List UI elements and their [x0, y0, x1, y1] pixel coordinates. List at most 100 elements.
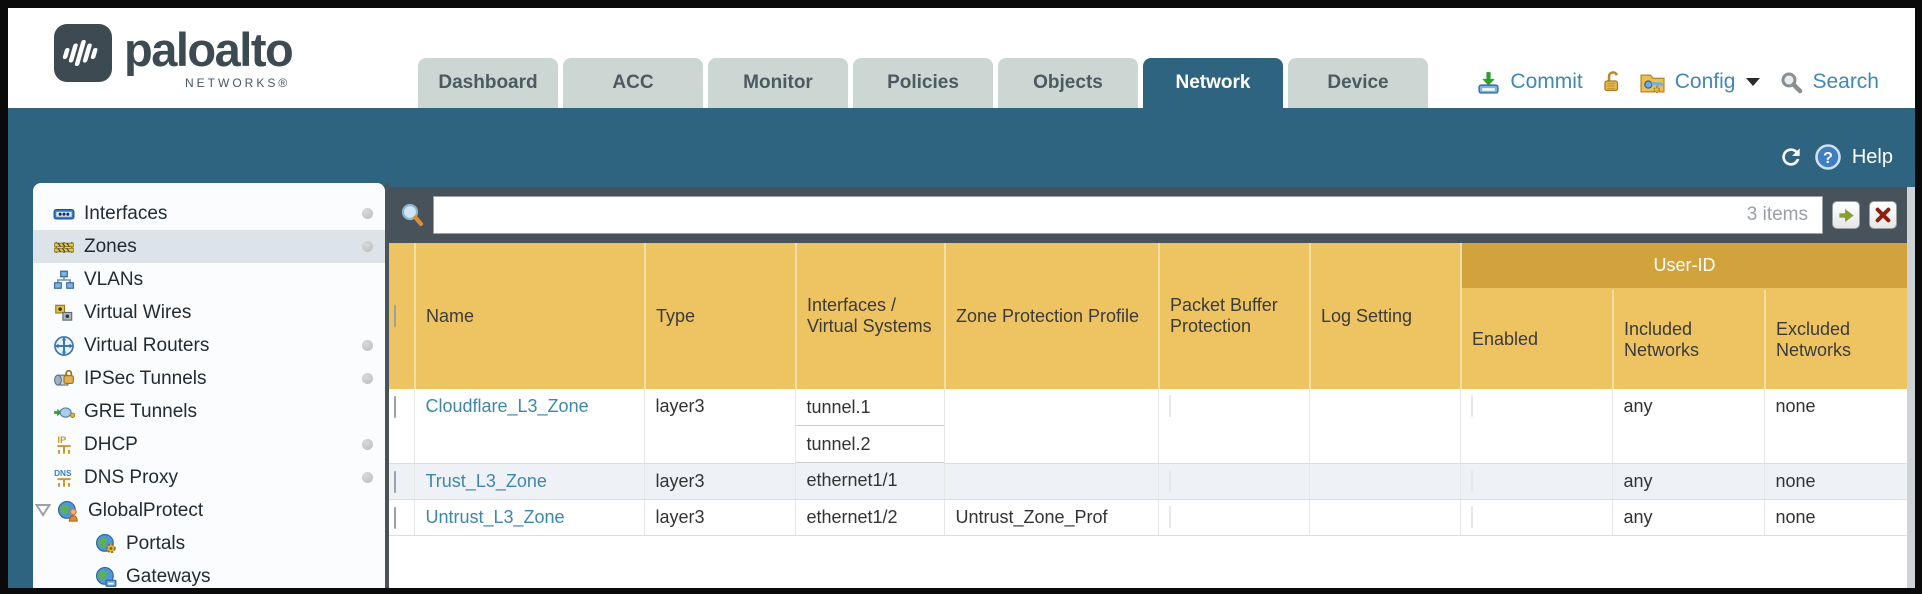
log-setting	[1309, 389, 1462, 464]
row-checkbox[interactable]	[393, 506, 396, 529]
excluded-networks: none	[1764, 499, 1907, 536]
zone-interface: ethernet1/1	[795, 463, 946, 500]
expander-icon[interactable]	[35, 503, 51, 517]
sidebar-item-ipsec-tunnels[interactable]: IPSec Tunnels	[33, 362, 385, 395]
clear-filter-button[interactable]	[1869, 201, 1897, 229]
filter-input[interactable]	[433, 197, 1822, 233]
sidebar-label: DHCP	[84, 433, 138, 455]
log-setting	[1309, 499, 1462, 536]
packet-buffer-protection-checkbox[interactable]	[1169, 469, 1172, 492]
zone-type: layer3	[644, 389, 797, 464]
col-header-log-setting[interactable]: Log Setting	[1309, 243, 1462, 389]
table-row: Trust_L3_Zone layer3 ethernet1/1 any non…	[388, 463, 1907, 500]
zone-name-link[interactable]: Untrust_L3_Zone	[425, 506, 565, 527]
top-header: paloalto NETWORKS® Dashboard ACC Monitor…	[8, 8, 1915, 108]
excluded-networks: none	[1764, 389, 1907, 464]
search-button[interactable]: Search	[1812, 70, 1879, 93]
gateways-icon	[95, 566, 117, 587]
svg-text:?: ?	[1823, 150, 1833, 167]
brand-subtitle: NETWORKS®	[185, 76, 291, 90]
zones-table: Name Type Interfaces / Virtual Systems Z…	[388, 243, 1907, 536]
zone-type: layer3	[644, 463, 797, 500]
sidebar-label: Virtual Routers	[84, 334, 210, 356]
virtual-wires-icon	[55, 304, 73, 321]
sidebar-item-globalprotect[interactable]: GlobalProtect	[33, 494, 385, 527]
included-networks: any	[1612, 499, 1766, 536]
main-nav-tabs: Dashboard ACC Monitor Policies Objects N…	[418, 58, 1428, 108]
config-caret-icon[interactable]	[1746, 78, 1761, 86]
packet-buffer-protection-checkbox[interactable]	[1169, 395, 1172, 417]
col-header-interfaces[interactable]: Interfaces / Virtual Systems	[795, 243, 946, 389]
sidebar-item-dhcp[interactable]: IP DHCP	[33, 428, 385, 461]
globalprotect-icon	[57, 500, 78, 522]
col-header-enabled[interactable]: Enabled	[1460, 289, 1614, 389]
zone-interface: tunnel.1	[796, 389, 944, 426]
help-label[interactable]: Help	[1851, 145, 1893, 168]
svg-text:IP: IP	[57, 434, 66, 444]
zones-icon	[54, 241, 74, 253]
status-dot	[361, 472, 373, 483]
row-checkbox[interactable]	[393, 396, 396, 418]
vertical-scrollbar[interactable]	[1907, 187, 1915, 588]
col-header-zone-protection-profile[interactable]: Zone Protection Profile	[944, 243, 1160, 389]
zone-name-link[interactable]: Cloudflare_L3_Zone	[425, 396, 589, 416]
tab-objects[interactable]: Objects	[998, 58, 1138, 108]
user-id-enabled-checkbox[interactable]	[1471, 469, 1474, 492]
filter-search-icon[interactable]	[399, 202, 425, 228]
col-header-included-networks[interactable]: Included Networks	[1612, 289, 1766, 389]
virtual-routers-icon	[54, 335, 74, 356]
sidebar-label: Interfaces	[84, 202, 168, 224]
zone-name-link[interactable]: Trust_L3_Zone	[425, 470, 547, 491]
sidebar-label: Portals	[126, 532, 186, 554]
col-header-excluded-networks[interactable]: Excluded Networks	[1764, 289, 1907, 389]
select-all-checkbox[interactable]	[393, 304, 396, 327]
row-checkbox[interactable]	[393, 470, 396, 493]
sidebar-item-gre-tunnels[interactable]: GRE Tunnels	[33, 395, 385, 428]
green-arrow-icon	[1838, 208, 1854, 222]
sidebar-item-dns-proxy[interactable]: DNS DNS Proxy	[33, 461, 385, 494]
pane-divider[interactable]	[384, 183, 389, 588]
filter-toolbar: 3 items	[388, 187, 1907, 243]
sidebar-item-zones[interactable]: Zones	[33, 230, 385, 263]
tab-acc[interactable]: ACC	[563, 58, 703, 108]
sidebar-label: Virtual Wires	[84, 301, 192, 323]
tab-network[interactable]: Network	[1143, 58, 1283, 108]
tab-dashboard[interactable]: Dashboard	[418, 58, 558, 108]
col-header-type[interactable]: Type	[644, 243, 797, 389]
tab-policies[interactable]: Policies	[853, 58, 993, 108]
status-dot	[361, 439, 373, 450]
refresh-icon[interactable]	[1778, 144, 1804, 170]
sidebar-item-interfaces[interactable]: Interfaces	[33, 197, 385, 230]
sidebar-label: GlobalProtect	[88, 499, 204, 521]
config-icon[interactable]	[1639, 70, 1666, 95]
brand-name: paloalto	[124, 23, 294, 76]
packet-buffer-protection-checkbox[interactable]	[1169, 505, 1172, 528]
sidebar-item-gateways[interactable]: Gateways	[33, 560, 385, 588]
status-dot	[361, 241, 373, 252]
apply-filter-button[interactable]	[1832, 201, 1860, 229]
status-dot	[361, 340, 373, 351]
sidebar-item-virtual-routers[interactable]: Virtual Routers	[33, 329, 385, 362]
sidebar-item-portals[interactable]: Portals	[33, 527, 385, 560]
interfaces-icon	[53, 208, 75, 219]
lock-icon[interactable]	[1600, 70, 1624, 94]
dns-proxy-icon: DNS	[54, 468, 72, 487]
user-id-enabled-checkbox[interactable]	[1471, 395, 1474, 417]
sidebar-label: GRE Tunnels	[84, 400, 197, 422]
col-header-packet-buffer-protection[interactable]: Packet Buffer Protection	[1158, 243, 1311, 389]
col-header-name[interactable]: Name	[414, 243, 646, 389]
select-all-header	[388, 243, 416, 389]
search-icon[interactable]	[1779, 70, 1803, 94]
zones-main-pane: 3 items	[388, 187, 1907, 588]
zone-protection-profile	[944, 389, 1160, 464]
commit-icon[interactable]	[1476, 70, 1501, 95]
config-button[interactable]: Config	[1674, 70, 1736, 93]
tab-monitor[interactable]: Monitor	[708, 58, 848, 108]
sidebar-item-vlans[interactable]: VLANs	[33, 263, 385, 296]
user-id-enabled-checkbox[interactable]	[1471, 505, 1474, 528]
dhcp-icon: IP	[57, 434, 71, 454]
help-icon[interactable]: ?	[1814, 143, 1842, 171]
sidebar-item-virtual-wires[interactable]: Virtual Wires	[33, 296, 385, 329]
tab-device[interactable]: Device	[1288, 58, 1428, 108]
commit-button[interactable]: Commit	[1510, 70, 1583, 93]
